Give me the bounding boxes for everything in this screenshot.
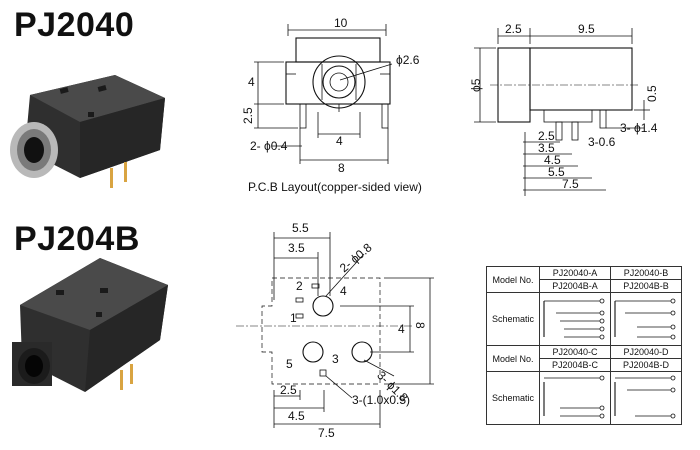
pcb-layout-caption: P.C.B Layout(copper-sided view) <box>248 180 422 194</box>
model-c1: PJ20040-C <box>539 345 611 359</box>
pcb-pin-1: 1 <box>290 311 297 325</box>
dim-side-3-5: 3.5 <box>538 141 555 155</box>
schematic-label-2: Schematic <box>486 371 540 425</box>
schematic-label: Schematic <box>486 292 540 346</box>
dim-width-10: 10 <box>334 16 348 30</box>
dim-pcb-4: 4 <box>398 322 405 336</box>
model-b2: PJ2004B-B <box>610 279 682 293</box>
dim-front-2-5: 2.5 <box>505 22 522 36</box>
pcb-pin-2: 2 <box>296 279 303 293</box>
dim-pin-spacing-4: 4 <box>336 134 343 148</box>
schematic-d <box>610 371 682 425</box>
dim-pcb-7-5: 7.5 <box>318 426 335 440</box>
dim-side-5-5: 5.5 <box>548 165 565 179</box>
model-a2: PJ2004B-A <box>539 279 611 293</box>
dim-offset-0-5: 0.5 <box>645 85 659 102</box>
model-b1: PJ20040-B <box>610 266 682 280</box>
schematic-c <box>539 371 611 425</box>
schematic-b <box>610 292 682 346</box>
dim-pad-0-6: 3-0.6 <box>588 135 616 149</box>
schematic-a <box>539 292 611 346</box>
pcb-pin-4: 4 <box>340 284 347 298</box>
dim-hole-2-6: ϕ2.6 <box>396 53 420 67</box>
model-d2: PJ2004B-D <box>610 358 682 372</box>
dim-side-7-5: 7.5 <box>562 177 579 191</box>
dim-pin-dia: 2- ϕ0.4 <box>250 139 288 153</box>
dim-pcb-hole-small: 2- ϕ0.8 <box>337 240 375 275</box>
model-schematic-table: Model No. PJ20040-A PJ20040-B PJ2004B-A … <box>486 266 682 425</box>
pcb-layout-drawing <box>236 232 434 428</box>
dim-outer-8: 8 <box>338 161 345 175</box>
dim-side-4-5: 4.5 <box>544 153 561 167</box>
dim-holes-1-4: 3- ϕ1.4 <box>620 121 658 135</box>
model-a1: PJ20040-A <box>539 266 611 280</box>
dim-body-9-5: 9.5 <box>578 22 595 36</box>
title-pj2040: PJ2040 <box>14 6 135 44</box>
dim-pcb-slot: 3-(1.0x0.5) <box>352 393 410 407</box>
dim-pcb-3-5: 3.5 <box>288 241 305 255</box>
dim-height-4: 4 <box>248 75 255 89</box>
dim-side-2-5: 2.5 <box>538 129 555 143</box>
model-label: Model No. <box>486 266 540 293</box>
dim-pcb-8: 8 <box>413 322 427 329</box>
dim-dia-5: ϕ5 <box>469 78 483 92</box>
dim-pin-height-2-5: 2.5 <box>241 107 255 124</box>
model-d1: PJ20040-D <box>610 345 682 359</box>
side-view-drawing <box>474 28 650 196</box>
front-view-drawing <box>254 24 393 164</box>
dim-pcb-2-5: 2.5 <box>280 383 297 397</box>
model-c2: PJ2004B-C <box>539 358 611 372</box>
pcb-pin-5: 5 <box>286 357 293 371</box>
title-pj204b: PJ204B <box>14 220 140 258</box>
model-label-2: Model No. <box>486 345 540 372</box>
pj204b-product-image <box>12 258 168 392</box>
dim-pcb-5-5: 5.5 <box>292 221 309 235</box>
pcb-pin-3: 3 <box>332 352 339 366</box>
pj2040-product-image <box>10 75 165 188</box>
dim-pcb-4-5: 4.5 <box>288 409 305 423</box>
